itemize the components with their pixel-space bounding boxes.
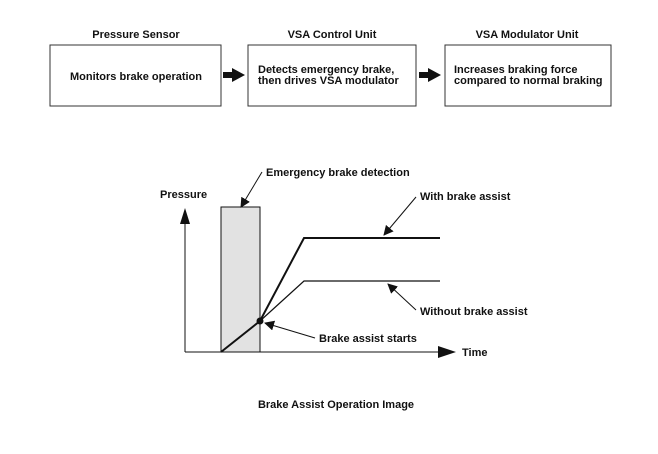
flow-box-frame <box>247 44 417 107</box>
flow-box-text-line2: then drives VSA modulator <box>258 75 400 87</box>
without-assist-leader <box>387 283 417 311</box>
flow-box-text-line2: compared to normal braking <box>454 75 603 87</box>
brake-assist-start-point <box>256 317 264 325</box>
x-axis-arrowhead <box>438 346 456 358</box>
figure-caption: Brake Assist Operation Image <box>258 399 414 411</box>
with-assist-leader <box>383 196 417 236</box>
emergency-detection-band <box>220 206 261 353</box>
flow-box-text-line1: Increases braking force <box>454 64 578 76</box>
flow-arrow-1 <box>223 68 245 82</box>
assist-start-leader <box>264 320 316 339</box>
x-axis-label: Time <box>462 347 487 359</box>
emergency-detection-label: Emergency brake detection <box>266 167 410 179</box>
flow-box-text: Monitors brake operation <box>70 71 202 83</box>
flow-box-frame <box>444 44 612 107</box>
without-brake-assist-curve <box>259 280 440 322</box>
y-axis-arrowhead <box>180 208 190 224</box>
flow-box-vsa-control-unit: VSA Control Unit Detects emergency brake… <box>247 29 417 107</box>
flow-box-title: Pressure Sensor <box>92 29 180 41</box>
flow-box-pressure-sensor: Pressure Sensor Monitors brake operation <box>49 29 222 107</box>
y-axis-label: Pressure <box>160 189 207 201</box>
flow-box-title: VSA Modulator Unit <box>476 29 579 41</box>
assist-start-label: Brake assist starts <box>319 333 417 345</box>
with-assist-label: With brake assist <box>420 191 511 203</box>
flow-box-vsa-modulator-unit: VSA Modulator Unit Increases braking for… <box>444 29 612 107</box>
flow-box-frame <box>49 44 222 107</box>
emergency-detection-leader <box>240 171 263 208</box>
flow-box-title: VSA Control Unit <box>288 29 377 41</box>
flow-box-text-line1: Detects emergency brake, <box>258 64 394 76</box>
pressure-time-graph: Pressure Time Emergency brake detection … <box>160 167 528 359</box>
without-assist-label: Without brake assist <box>420 306 528 318</box>
with-brake-assist-curve <box>220 237 440 353</box>
flow-arrow-2 <box>419 68 441 82</box>
